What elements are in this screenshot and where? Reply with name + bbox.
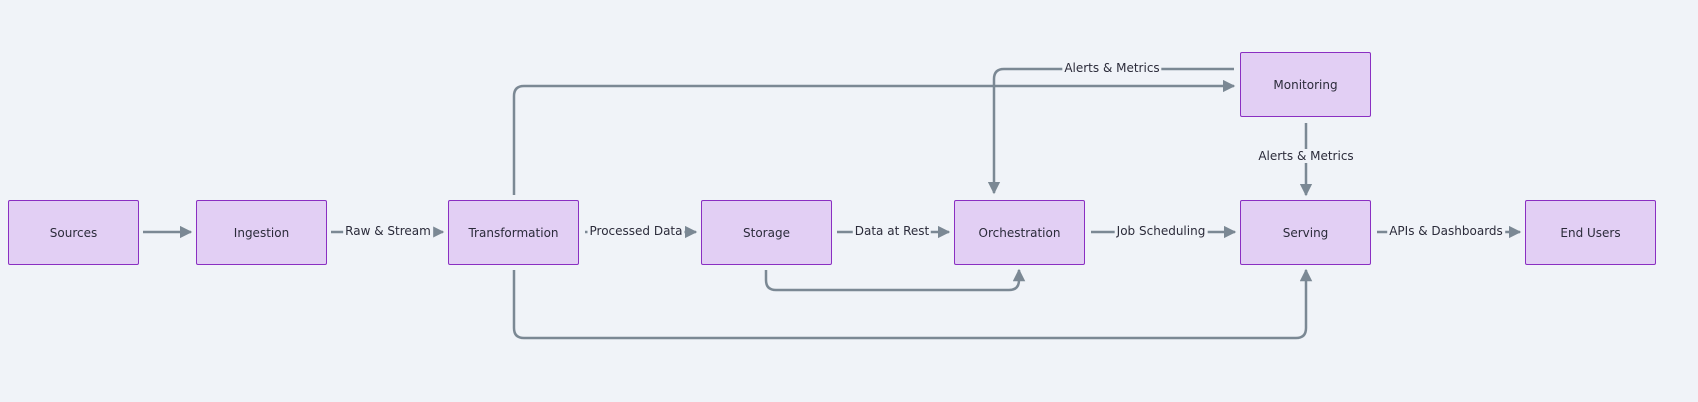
node-sources[interactable]: Sources	[8, 200, 139, 265]
node-ingestion[interactable]: Ingestion	[196, 200, 327, 265]
edge-label-data-at-rest: Data at Rest	[852, 224, 932, 238]
edge-transformation-serving	[512, 268, 1313, 340]
edge-label-apis-dashboards: APIs & Dashboards	[1387, 224, 1505, 238]
node-storage-label: Storage	[743, 225, 790, 240]
node-monitoring-label: Monitoring	[1273, 77, 1338, 92]
node-transformation[interactable]: Transformation	[448, 200, 579, 265]
edge-label-processed-data: Processed Data	[587, 224, 685, 238]
edge-label-raw-stream: Raw & Stream	[343, 224, 433, 238]
edge-label-alerts-metrics-top: Alerts & Metrics	[1062, 61, 1162, 75]
node-serving-label: Serving	[1282, 225, 1329, 240]
node-transformation-label: Transformation	[468, 225, 559, 240]
node-ingestion-label: Ingestion	[233, 225, 290, 240]
edge-monitoring-orchestration	[987, 67, 1234, 195]
edge-label-alerts-metrics-right: Alerts & Metrics	[1256, 149, 1356, 163]
node-orchestration[interactable]: Orchestration	[954, 200, 1085, 265]
edge-label-job-scheduling: Job Scheduling	[1114, 224, 1208, 238]
node-serving[interactable]: Serving	[1240, 200, 1371, 265]
edge-transformation-monitoring	[512, 79, 1236, 195]
node-orchestration-label: Orchestration	[978, 225, 1061, 240]
node-end-users[interactable]: End Users	[1525, 200, 1656, 265]
node-storage[interactable]: Storage	[701, 200, 832, 265]
edge-storage-orchestration-lower	[764, 268, 1026, 292]
node-monitoring[interactable]: Monitoring	[1240, 52, 1371, 117]
node-end-users-label: End Users	[1560, 225, 1621, 240]
node-sources-label: Sources	[49, 225, 98, 240]
